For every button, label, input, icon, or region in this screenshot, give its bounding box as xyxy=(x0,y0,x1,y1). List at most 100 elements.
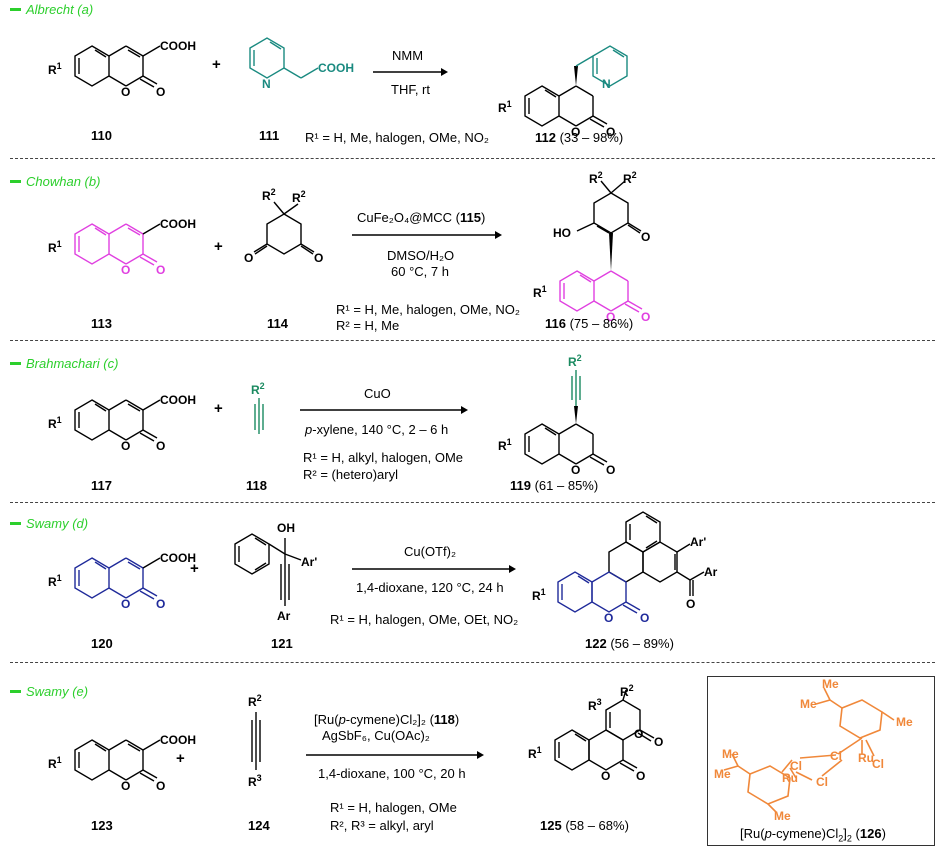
svg-text:O: O xyxy=(121,85,130,99)
svg-text:R2: R2 xyxy=(589,170,603,186)
alkyne-118: R2 xyxy=(251,381,265,434)
svg-text:R1: R1 xyxy=(48,573,62,589)
svg-text:O: O xyxy=(641,310,650,324)
catalyst-label-126: [Ru(p-cymene)Cl2]2 (126) xyxy=(740,826,886,844)
reagent-a: NMM xyxy=(392,48,424,63)
plus-sign: + xyxy=(214,400,223,417)
svg-text:HO: HO xyxy=(553,226,571,240)
substituents-b2: R² = H, Me xyxy=(336,318,400,333)
compound-label-120: 120 xyxy=(91,636,113,651)
svg-text:OH: OH xyxy=(277,521,295,535)
svg-text:O: O xyxy=(606,463,615,477)
svg-text:Ar': Ar' xyxy=(690,535,706,549)
substituents-d: R¹ = H, halogen, OMe, OEt, NO₂ xyxy=(330,612,519,627)
svg-text:O: O xyxy=(156,85,165,99)
svg-text:Ar: Ar xyxy=(704,565,718,579)
svg-text:R2: R2 xyxy=(623,170,637,186)
svg-text:COOH: COOH xyxy=(318,61,354,75)
product-label-122: 122 (56 – 89%) xyxy=(585,636,674,651)
svg-text:COOH: COOH xyxy=(160,39,196,53)
conditions-b: 60 °C, 7 h xyxy=(391,264,449,279)
separator xyxy=(10,340,935,341)
svg-text:Ru: Ru xyxy=(782,771,798,785)
svg-text:R3: R3 xyxy=(248,773,262,789)
author-label-d: Swamy (d) xyxy=(10,516,88,531)
coumarin-acid-110: COOH O O R1 xyxy=(48,39,196,99)
reagent-e: [Ru(p-cymene)Cl₂]₂ (118) xyxy=(314,712,460,727)
svg-text:Me: Me xyxy=(714,767,731,781)
svg-text:R1: R1 xyxy=(48,239,62,255)
svg-text:O: O xyxy=(121,439,130,453)
compound-label-123: 123 xyxy=(91,818,113,833)
plus-sign: + xyxy=(212,56,221,73)
dash-icon xyxy=(10,522,21,526)
svg-text:R2: R2 xyxy=(292,189,306,205)
svg-text:O: O xyxy=(121,779,130,793)
svg-text:O: O xyxy=(156,597,165,611)
reagent-b: CuFe₂O₄@MCC (115) xyxy=(357,210,486,225)
svg-text:R2: R2 xyxy=(262,187,276,203)
substituents-e: R¹ = H, halogen, OMe xyxy=(330,800,457,815)
product-label-112: 112 (33 – 98%) xyxy=(535,130,624,145)
substituents-c2: R² = (hetero)aryl xyxy=(303,467,398,482)
compound-label-121: 121 xyxy=(271,636,293,651)
reagent-c: CuO xyxy=(364,386,391,401)
plus-sign: + xyxy=(214,238,223,255)
svg-text:R1: R1 xyxy=(48,415,62,431)
product-125: R2 R3 O O O O R1 xyxy=(528,683,663,783)
svg-text:O: O xyxy=(314,251,323,265)
svg-text:COOH: COOH xyxy=(160,393,196,407)
svg-text:O: O xyxy=(606,310,615,324)
svg-text:O: O xyxy=(654,735,663,749)
svg-text:R2: R2 xyxy=(248,693,262,709)
pyridylacetic-acid-111: N COOH xyxy=(249,37,354,91)
svg-text:R2: R2 xyxy=(620,683,634,699)
svg-text:R1: R1 xyxy=(498,99,512,115)
svg-text:O: O xyxy=(571,463,580,477)
solvent-b: DMSO/H₂O xyxy=(387,248,455,263)
product-119: R2 O O R1 xyxy=(498,353,615,477)
separator xyxy=(10,502,935,503)
svg-text:O: O xyxy=(634,727,643,741)
compound-label-124: 124 xyxy=(248,818,270,833)
reaction-arrow-b xyxy=(352,231,502,239)
svg-text:Ru: Ru xyxy=(858,751,874,765)
svg-text:O: O xyxy=(121,263,130,277)
compound-label-117: 117 xyxy=(91,478,112,493)
substituents-a: R¹ = H, Me, halogen, OMe, NO₂ xyxy=(305,130,489,145)
svg-text:N: N xyxy=(602,77,611,91)
propargyl-alcohol-121: OH Ar' Ar xyxy=(234,521,317,623)
product-label-116: 116 (75 – 86%) xyxy=(545,316,634,331)
svg-text:Me: Me xyxy=(896,715,913,729)
svg-text:Cl: Cl xyxy=(816,775,828,789)
author-label-a: Albrecht (a) xyxy=(10,2,93,17)
cyclohexanedione-114: R2 R2 O O xyxy=(244,187,323,265)
svg-text:O: O xyxy=(640,611,649,625)
svg-text:Me: Me xyxy=(822,677,839,691)
svg-text:Me: Me xyxy=(722,747,739,761)
svg-text:O: O xyxy=(156,779,165,793)
author-label-c: Brahmachari (c) xyxy=(10,356,118,371)
plus-sign: + xyxy=(176,750,185,767)
conditions-e: 1,4-dioxane, 100 °C, 20 h xyxy=(318,766,466,781)
svg-text:Ar: Ar xyxy=(277,609,291,623)
svg-text:COOH: COOH xyxy=(160,733,196,747)
product-122: Ar' Ar O O O R1 xyxy=(532,511,718,625)
additives-e: AgSbF₆, Cu(OAc)₂ xyxy=(322,728,430,743)
conditions-c: p-xylene, 140 °C, 2 – 6 h xyxy=(305,422,449,437)
reaction-arrow-a xyxy=(373,68,448,76)
svg-text:R2: R2 xyxy=(251,381,265,397)
coumarin-acid-120: COOH O O R1 xyxy=(48,551,196,611)
product-112: N O O R1 xyxy=(498,45,628,139)
product-116: R2 R2 O HO O O R1 xyxy=(533,170,650,324)
dash-icon xyxy=(10,362,21,366)
separator xyxy=(10,158,935,159)
svg-text:Cl: Cl xyxy=(790,759,802,773)
reaction-arrow-c xyxy=(300,406,468,414)
svg-text:O: O xyxy=(156,439,165,453)
ruthenium-dimer-126: Me Me Me Cl Ru Cl Cl Ru Cl Me Me Me xyxy=(714,677,913,823)
svg-text:Me: Me xyxy=(800,697,817,711)
substituents-e2: R², R³ = alkyl, aryl xyxy=(330,818,434,833)
svg-text:R1: R1 xyxy=(532,587,546,603)
svg-text:R3: R3 xyxy=(588,697,602,713)
